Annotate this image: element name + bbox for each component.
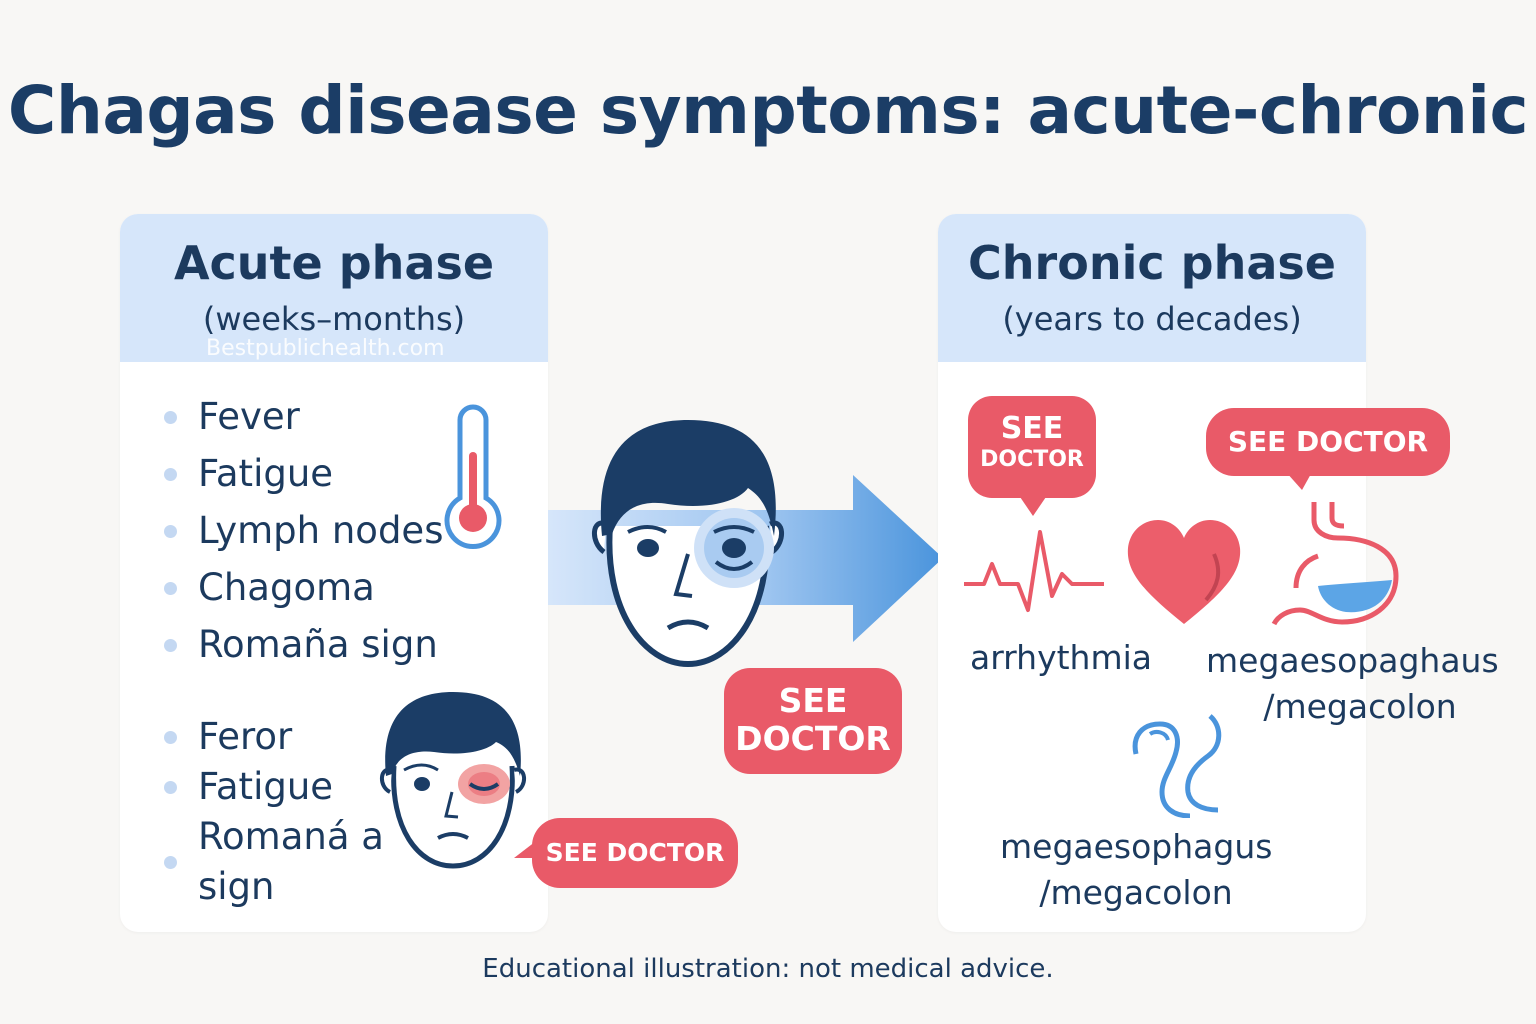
list-item: Fatigue	[120, 445, 443, 502]
colon-icon	[1132, 714, 1222, 818]
megaesophagus-label-1a: megaesopaghaus	[1206, 641, 1499, 680]
bubble-tail-icon	[1286, 472, 1312, 490]
list-item: Romaña sign	[120, 616, 443, 673]
bubble-tail-icon	[1018, 494, 1048, 516]
megaesophagus-label-2: megaesophagus /megacolon	[1000, 824, 1272, 916]
face-icon	[592, 420, 784, 668]
list-item: Fever	[120, 388, 443, 445]
list-item: Chagoma	[120, 559, 443, 616]
see-doctor-line1: SEE	[778, 681, 848, 720]
page-title: Chagas disease symptoms: acute-chronic	[7, 72, 1529, 149]
see-doctor-line2: DOCTOR	[735, 718, 891, 758]
see-doctor-badge: SEE DOCTOR	[1206, 408, 1450, 476]
chronic-phase-subtitle: (years to decades)	[1002, 300, 1302, 338]
see-doctor-badge: SEE DOCTOR	[532, 818, 738, 888]
watermark: Bestpublichealth.com	[206, 336, 445, 361]
acute-phase-header: Acute phase (weeks–months) Bestpublichea…	[120, 214, 548, 362]
see-doctor-label: SEE DOCTOR	[1227, 425, 1429, 458]
see-doctor-line2: DOCTOR	[980, 446, 1084, 472]
ecg-line-icon	[964, 530, 1104, 612]
acute-phase-panel: Acute phase (weeks–months) Bestpublichea…	[120, 214, 548, 932]
bubble-tail-icon	[514, 838, 540, 858]
megaesophagus-label-2a: megaesophagus	[1000, 827, 1273, 866]
see-doctor-badge: SEE DOCTOR	[968, 396, 1096, 498]
see-doctor-badge: SEE DOCTOR	[724, 668, 902, 774]
disclaimer-footer: Educational illustration: not medical ad…	[482, 954, 1054, 984]
arrhythmia-label: arrhythmia	[969, 638, 1153, 677]
heart-icon	[1127, 520, 1241, 624]
see-doctor-line1: SEE	[1000, 411, 1064, 446]
list-item: Fatigue	[120, 762, 428, 812]
acute-symptom-list: Fever Fatigue Lymph nodes Chagoma Romaña…	[120, 388, 443, 673]
list-item: Feror	[120, 712, 428, 762]
thermometer-icon	[444, 404, 502, 549]
chronic-phase-header: Chronic phase (years to decades)	[938, 214, 1366, 362]
megaesophagus-label-1b: /megacolon	[1263, 687, 1457, 726]
face-romana-sign-icon	[380, 692, 526, 869]
acute-phase-subtitle: (weeks–months)	[202, 300, 466, 338]
see-doctor-label: SEE DOCTOR	[545, 838, 725, 867]
megaesophagus-label-2b: /megacolon	[1039, 873, 1233, 912]
stomach-icon	[1271, 502, 1399, 626]
acute-phase-title: Acute phase	[173, 236, 495, 290]
chronic-phase-title: Chronic phase	[968, 236, 1336, 290]
list-item: Lymph nodes	[120, 502, 443, 559]
acute-symptom-list-2: Feror Fatigue Romaná a sign	[120, 712, 428, 912]
megaesophagus-label-1: megaesopaghaus /megacolon	[1206, 638, 1499, 730]
list-item: Romaná a sign	[120, 812, 428, 912]
